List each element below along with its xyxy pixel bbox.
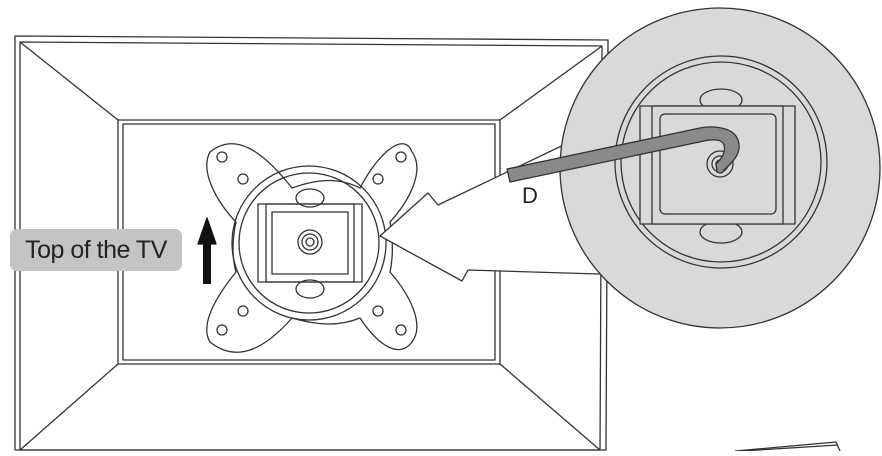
up-arrow-icon	[197, 217, 217, 284]
part-d-label: D	[522, 183, 538, 208]
hex-key-tool	[506, 126, 740, 183]
partial-object	[734, 441, 841, 452]
vesa-mount-plate	[206, 143, 418, 353]
top-of-tv-label: Top of the TV	[10, 229, 182, 271]
